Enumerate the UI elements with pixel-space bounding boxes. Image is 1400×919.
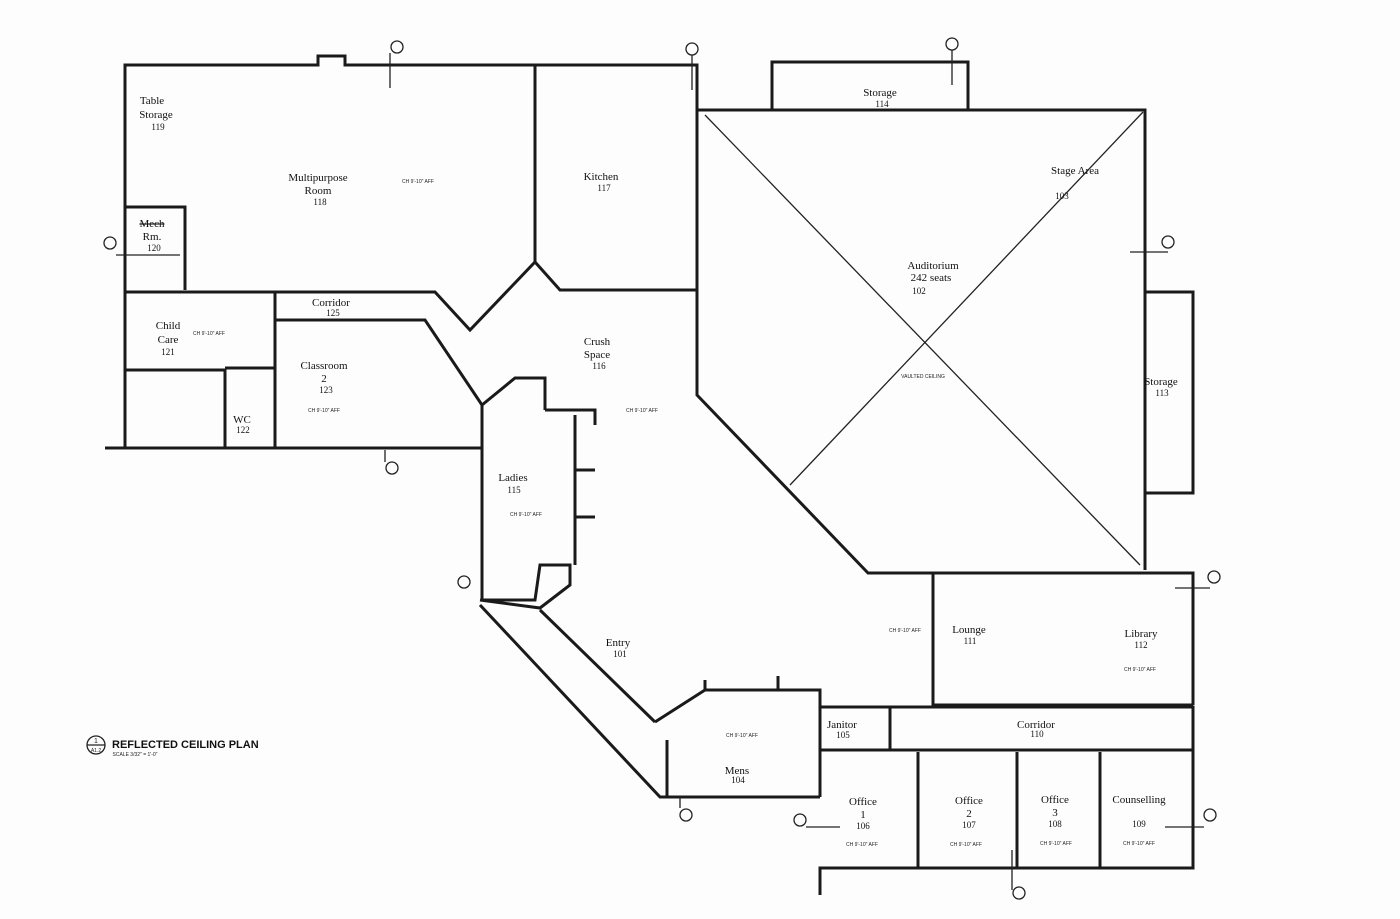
svg-text:114: 114	[875, 99, 889, 109]
svg-text:CH 9'-10" AFF: CH 9'-10" AFF	[889, 628, 921, 634]
svg-text:CH 9'-10" AFF: CH 9'-10" AFF	[626, 408, 658, 414]
svg-text:Office: Office	[1041, 794, 1069, 806]
svg-text:105: 105	[836, 730, 850, 740]
svg-text:111: 111	[964, 636, 977, 646]
svg-text:Care: Care	[158, 334, 179, 346]
svg-text:125: 125	[326, 308, 340, 318]
svg-text:102: 102	[912, 286, 926, 296]
svg-text:CH 9'-10" AFF: CH 9'-10" AFF	[846, 842, 878, 848]
svg-text:107: 107	[962, 820, 976, 830]
svg-text:Stage Area: Stage Area	[1051, 165, 1099, 177]
svg-text:112: 112	[1134, 640, 1147, 650]
svg-text:115: 115	[507, 485, 521, 495]
svg-text:103: 103	[1055, 191, 1069, 201]
svg-text:Corridor: Corridor	[1017, 719, 1055, 731]
svg-text:VAULTED CEILING: VAULTED CEILING	[901, 374, 945, 380]
svg-text:Corridor: Corridor	[312, 297, 350, 309]
svg-text:104: 104	[731, 775, 745, 785]
svg-text:2: 2	[321, 373, 327, 385]
svg-text:101: 101	[613, 649, 627, 659]
svg-text:119: 119	[151, 122, 165, 132]
svg-text:3: 3	[1052, 807, 1058, 819]
svg-text:Library: Library	[1125, 628, 1158, 640]
svg-text:Auditorium: Auditorium	[907, 260, 959, 272]
svg-text:120: 120	[147, 243, 161, 253]
svg-text:SCALE 3/32" = 1'-0": SCALE 3/32" = 1'-0"	[113, 752, 158, 758]
svg-text:109: 109	[1132, 819, 1146, 829]
svg-text:Space: Space	[584, 349, 610, 361]
svg-text:REFLECTED CEILING PLAN: REFLECTED CEILING PLAN	[112, 739, 259, 751]
svg-text:Lounge: Lounge	[952, 624, 986, 636]
svg-text:Mech: Mech	[139, 218, 165, 230]
svg-text:CH 9'-10" AFF: CH 9'-10" AFF	[726, 733, 758, 739]
svg-text:A1.2: A1.2	[91, 748, 102, 754]
svg-text:122: 122	[236, 425, 250, 435]
svg-text:CH 9'-10" AFF: CH 9'-10" AFF	[193, 331, 225, 337]
svg-text:Office: Office	[849, 796, 877, 808]
svg-text:2: 2	[966, 808, 972, 820]
svg-text:121: 121	[161, 347, 175, 357]
svg-text:108: 108	[1048, 819, 1062, 829]
svg-text:Multipurpose: Multipurpose	[288, 172, 347, 184]
ceiling-notes: CH 9'-10" AFF CH 9'-10" AFF CH 9'-10" AF…	[193, 179, 1156, 848]
svg-text:117: 117	[597, 183, 611, 193]
svg-text:113: 113	[1155, 388, 1169, 398]
svg-text:Storage: Storage	[139, 109, 173, 121]
svg-text:CH 9'-10" AFF: CH 9'-10" AFF	[950, 842, 982, 848]
svg-text:118: 118	[313, 197, 327, 207]
svg-text:123: 123	[319, 385, 333, 395]
svg-text:Kitchen: Kitchen	[584, 171, 619, 183]
plan-title-block: 1 A1.2 REFLECTED CEILING PLAN SCALE 3/32…	[86, 735, 259, 758]
svg-text:242 seats: 242 seats	[911, 272, 952, 284]
svg-text:Janitor: Janitor	[827, 719, 857, 731]
svg-text:Table: Table	[140, 95, 164, 107]
svg-text:Ladies: Ladies	[498, 472, 527, 484]
svg-text:Entry: Entry	[606, 637, 631, 649]
svg-text:110: 110	[1030, 729, 1044, 739]
svg-text:Storage: Storage	[863, 87, 897, 99]
svg-text:1: 1	[860, 809, 866, 821]
svg-text:CH 9'-10" AFF: CH 9'-10" AFF	[1123, 841, 1155, 847]
svg-text:CH 9'-10" AFF: CH 9'-10" AFF	[308, 408, 340, 414]
svg-text:Counselling: Counselling	[1112, 794, 1166, 806]
svg-text:Crush: Crush	[584, 336, 611, 348]
svg-text:CH 9'-10" AFF: CH 9'-10" AFF	[510, 512, 542, 518]
svg-text:WC: WC	[233, 414, 251, 426]
svg-text:1: 1	[94, 738, 98, 745]
svg-text:CH 9'-10" AFF: CH 9'-10" AFF	[1040, 841, 1072, 847]
svg-text:Rm.: Rm.	[143, 231, 162, 243]
walls	[105, 54, 1195, 895]
svg-text:CH 9'-10" AFF: CH 9'-10" AFF	[402, 179, 434, 185]
svg-text:Mens: Mens	[725, 765, 749, 777]
svg-text:Room: Room	[305, 185, 332, 197]
svg-text:Classroom: Classroom	[300, 360, 348, 372]
svg-text:116: 116	[592, 361, 606, 371]
section-markers	[103, 37, 1221, 900]
svg-text:CH 9'-10" AFF: CH 9'-10" AFF	[1124, 667, 1156, 673]
svg-text:Storage: Storage	[1144, 376, 1178, 388]
svg-text:Office: Office	[955, 795, 983, 807]
svg-text:106: 106	[856, 821, 870, 831]
svg-text:Child: Child	[156, 320, 181, 332]
